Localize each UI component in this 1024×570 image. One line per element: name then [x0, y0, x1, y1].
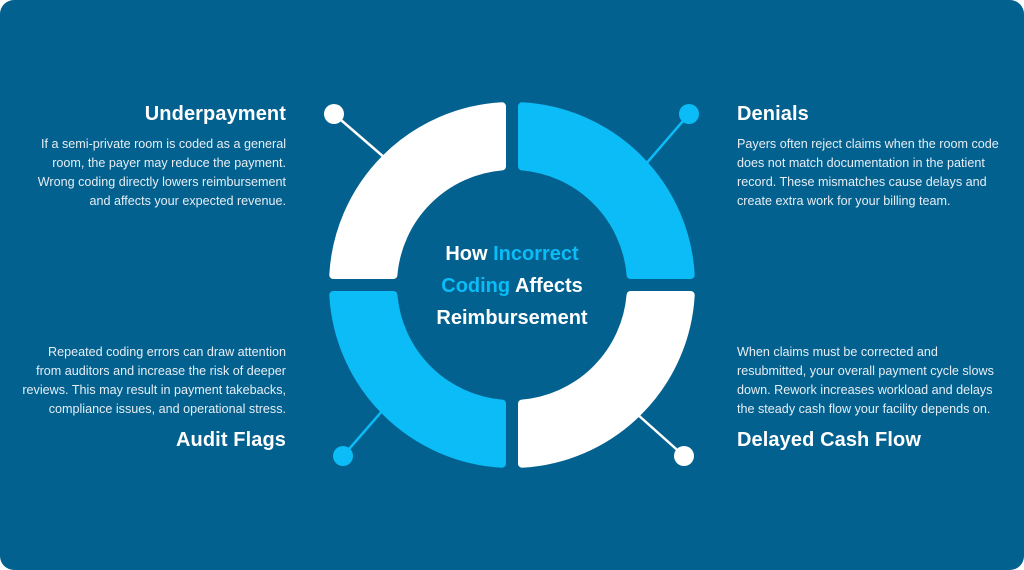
title-part-coding: Coding [441, 275, 511, 297]
connector-delayed-cash-flow [636, 413, 685, 457]
underpayment-text: If a semi-private room is coded as a gen… [37, 137, 286, 208]
center-title: How Incorrect Coding Affects Reimburseme… [412, 238, 612, 334]
connector-denials [644, 113, 690, 166]
block-denials: Denials Payers often reject claims when … [737, 101, 1007, 211]
ring-segments [329, 102, 695, 468]
underpayment-title: Underpayment [144, 103, 286, 125]
connector-underpayment [333, 113, 386, 159]
segment-denials [518, 102, 695, 279]
title-part-affects: Affects [510, 275, 583, 297]
title-part-how: How [445, 243, 494, 265]
connector-dot-audit-flags [333, 446, 353, 466]
title-part-incorrect: Incorrect [493, 243, 579, 265]
denials-title: Denials [737, 103, 809, 125]
connector-dot-denials [679, 104, 699, 124]
delayed-cash-flow-text: When claims must be corrected and resubm… [737, 345, 994, 416]
segment-audit-flags [329, 291, 506, 468]
block-audit-flags: Repeated coding errors can draw attentio… [20, 343, 286, 453]
title-part-reimbursement: Reimbursement [436, 307, 588, 329]
connector-dot-delayed-cash-flow [674, 446, 694, 466]
connector-dot-underpayment [324, 104, 344, 124]
audit-flags-title: Audit Flags [176, 429, 286, 451]
denials-text: Payers often reject claims when the room… [737, 137, 999, 208]
block-delayed-cash-flow: When claims must be corrected and resubm… [737, 343, 1007, 453]
delayed-cash-flow-title: Delayed Cash Flow [737, 429, 921, 451]
segment-delayed-cash-flow [518, 291, 695, 468]
block-underpayment: Underpayment If a semi-private room is c… [20, 101, 286, 211]
segment-underpayment [329, 102, 506, 279]
connector-audit-flags [342, 409, 384, 457]
audit-flags-text: Repeated coding errors can draw attentio… [22, 345, 286, 416]
